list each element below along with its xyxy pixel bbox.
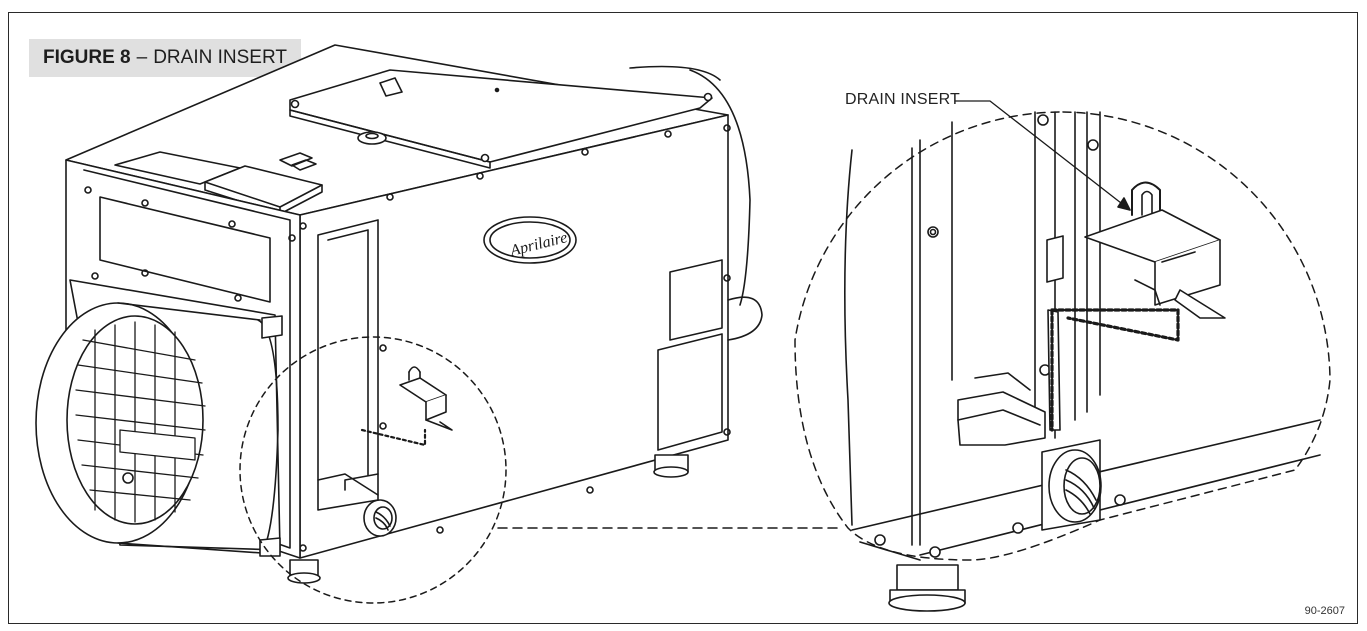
figure-title: DRAIN INSERT (153, 47, 287, 68)
figure-number: FIGURE 8 (43, 47, 131, 68)
callout-arrowhead (1117, 197, 1131, 211)
drain-access-opening (317, 219, 379, 511)
leveling-foot-front (287, 559, 321, 584)
brand-logo-oval (483, 216, 577, 264)
callout-label-drain-insert: DRAIN INSERT (845, 91, 961, 108)
figure-title-separator: – (136, 47, 148, 68)
magnify-circle-small (239, 336, 507, 604)
callout-leader-line (954, 100, 1131, 211)
rear-duct-collar (689, 69, 751, 306)
leveling-foot-large (888, 564, 966, 612)
drain-tray (957, 391, 1046, 446)
drain-insert-small (360, 366, 453, 447)
figure-title-banner: FIGURE 8 – DRAIN INSERT (29, 39, 301, 77)
leveling-foot-rear (653, 454, 689, 478)
detail-enlargement (794, 100, 1331, 612)
side-label-upper (669, 259, 723, 341)
intake-grille (75, 321, 206, 523)
drain-fitting-large (1041, 439, 1102, 531)
drain-insert-large (1047, 181, 1226, 432)
part-number: 90-2607 (1304, 605, 1345, 617)
front-window (99, 196, 271, 303)
magnify-circle-large (794, 111, 1331, 561)
power-cord (727, 296, 763, 341)
dehumidifier-unit: Aprilaire (35, 44, 763, 584)
side-label-lower (657, 333, 723, 451)
